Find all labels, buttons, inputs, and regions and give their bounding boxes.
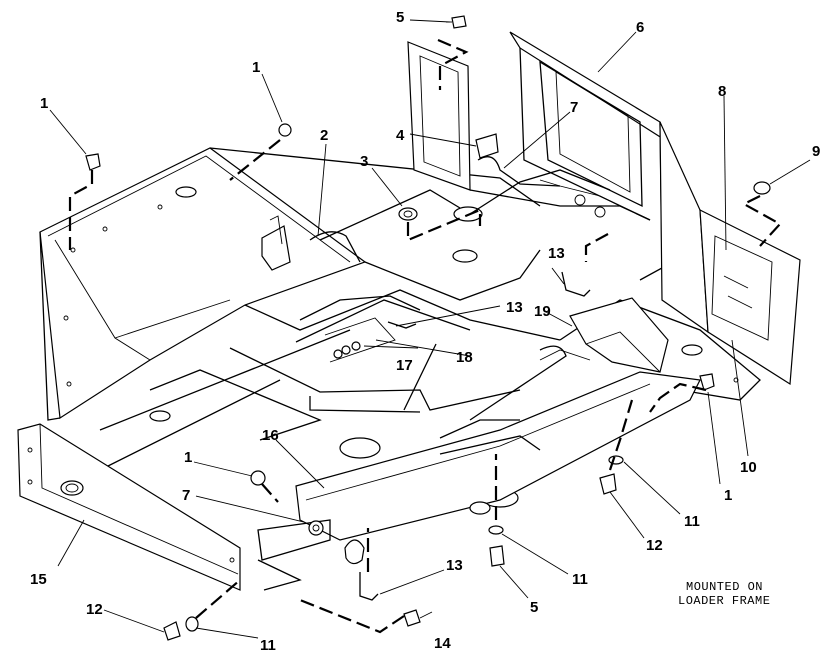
- callout-7: 7: [182, 487, 190, 504]
- callout-5: 5: [396, 9, 404, 26]
- callout-18: 18: [456, 349, 473, 366]
- loader-arm-16: [257, 349, 701, 591]
- callout-14: 14: [434, 635, 451, 652]
- callout-1: 1: [724, 487, 732, 504]
- fasteners: [85, 15, 771, 641]
- assembly-paths: [68, 38, 782, 634]
- left-side-panel: [39, 147, 367, 421]
- callout-1: 1: [184, 449, 192, 466]
- callout-1: 1: [40, 95, 48, 112]
- mounting-note: MOUNTED ON LOADER FRAME: [678, 580, 770, 608]
- callout-16: 16: [262, 427, 279, 444]
- small-parts: [261, 133, 669, 601]
- note-line-2: LOADER FRAME: [678, 594, 770, 608]
- callout-11: 11: [684, 513, 700, 530]
- callout-11: 11: [572, 571, 588, 588]
- callout-6: 6: [636, 19, 644, 36]
- rear-console-6: [407, 31, 666, 281]
- callout-2: 2: [320, 127, 328, 144]
- callout-10: 10: [740, 459, 757, 476]
- leader-lines: [49, 19, 811, 639]
- callout-1: 1: [252, 59, 260, 76]
- callout-13: 13: [446, 557, 463, 574]
- callout-7: 7: [570, 99, 578, 116]
- front-crossmember-15: [17, 423, 241, 591]
- callout-5: 5: [530, 599, 538, 616]
- callout-3: 3: [360, 153, 368, 170]
- callout-12: 12: [646, 537, 663, 554]
- note-line-1: MOUNTED ON: [686, 580, 763, 594]
- callout-13: 13: [548, 245, 565, 262]
- callout-13: 13: [506, 299, 523, 316]
- callout-4: 4: [396, 127, 405, 144]
- bolt-5-top: [446, 15, 467, 29]
- callout-9: 9: [812, 143, 820, 160]
- callout-11: 11: [260, 637, 276, 653]
- callout-17: 17: [396, 357, 413, 374]
- callout-12: 12: [86, 601, 103, 618]
- callout-19: 19: [534, 303, 551, 320]
- callout-15: 15: [30, 571, 47, 588]
- callout-8: 8: [718, 83, 726, 100]
- wiring-harness: [299, 156, 567, 439]
- right-side-panel: [559, 121, 801, 403]
- callouts: 1 1 1 1 2 3 4 5 5 6 7 7 8 9 10 11 11 11 …: [30, 9, 820, 653]
